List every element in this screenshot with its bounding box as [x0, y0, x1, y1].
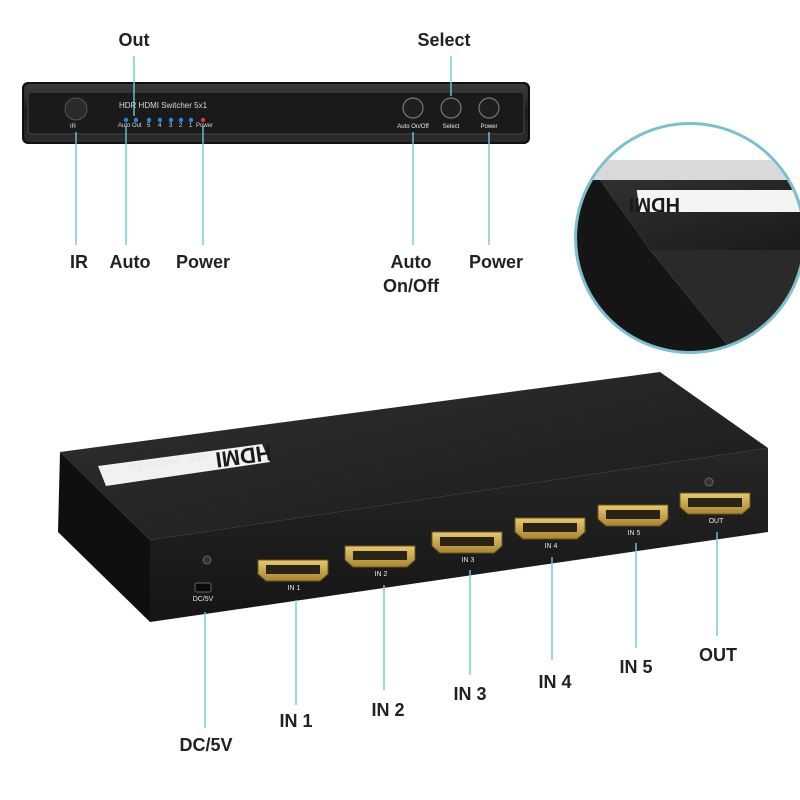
device-model-text: Switcher 5x1 [127, 455, 180, 473]
led-label-3: 3 [169, 123, 173, 129]
callout-out-port: OUT [699, 645, 737, 665]
callout-select: Select [417, 30, 471, 50]
auto-onoff-button[interactable] [402, 97, 424, 119]
ir-label: IR [70, 124, 76, 130]
front-panel [22, 82, 530, 144]
rear-label-out: OUT [708, 518, 724, 525]
led-label-out: Out [132, 123, 142, 129]
led-label-auto: Auto [118, 123, 131, 129]
callout-ir: IR [70, 252, 88, 272]
rear-label-dc: DC/5V [192, 596, 214, 603]
front-panel-title: HDR HDMI Switcher 5x1 [119, 101, 208, 110]
led-label-5: 5 [147, 123, 151, 129]
rear-label-in3: IN 3 [461, 557, 475, 564]
callout-in2: IN 2 [371, 700, 405, 720]
rear-label-in2: IN 2 [374, 571, 388, 578]
callout-in1: IN 1 [279, 711, 313, 731]
rear-callout-lines [204, 532, 718, 728]
button-label-power: Power [480, 124, 498, 130]
front-callout-lines [75, 56, 490, 245]
callout-auto-onoff: Auto On/Off [383, 250, 439, 298]
front-leds [123, 117, 206, 123]
dc-jack [194, 582, 212, 593]
button-label-auto-onoff: Auto On/Off [397, 124, 429, 130]
ir-window [64, 97, 88, 121]
zoom-hdmi-text: HDMI [629, 193, 680, 215]
callout-dc: DC/5V [179, 735, 233, 755]
hdmi-ports [257, 492, 751, 582]
device-sub-text: HDR [186, 451, 208, 465]
rear-label-in1: IN 1 [287, 585, 301, 592]
callout-power-button: Power [468, 252, 524, 272]
led-label-4: 4 [158, 123, 162, 129]
callout-out: Out [118, 30, 150, 50]
callout-power-led: Power [175, 252, 231, 272]
button-label-select: Select [442, 124, 460, 130]
led-label-1: 1 [189, 123, 193, 129]
callout-auto: Auto [109, 252, 151, 272]
rear-label-in5: IN 5 [627, 530, 641, 537]
led-label-2: 2 [179, 123, 183, 129]
callout-in4: IN 4 [538, 672, 572, 692]
callout-auto-onoff-line1: Auto [390, 252, 432, 272]
rear-label-in4: IN 4 [544, 543, 558, 550]
zoom-detail: HDMI [574, 122, 800, 354]
led-label-power: Power [196, 123, 214, 129]
callout-auto-onoff-line2: On/Off [383, 276, 439, 296]
callout-in3: IN 3 [453, 684, 487, 704]
callout-in5: IN 5 [619, 657, 653, 677]
select-button[interactable] [440, 97, 462, 119]
switcher-device [58, 372, 768, 622]
power-button[interactable] [478, 97, 500, 119]
